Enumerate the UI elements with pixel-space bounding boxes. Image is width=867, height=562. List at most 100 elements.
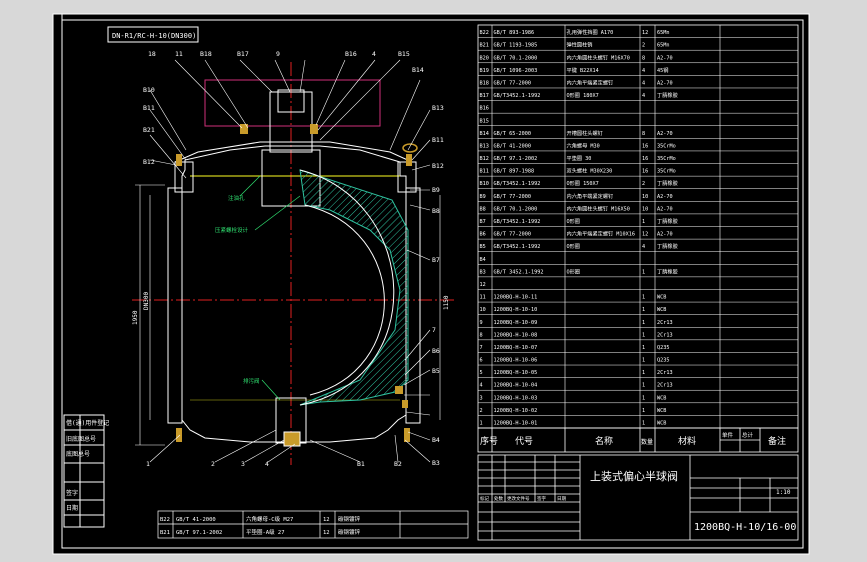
parts-cell-r25-c4: 1 bbox=[642, 332, 645, 338]
dim-height: 1950 bbox=[132, 310, 139, 325]
stamp-label-5: 日期 bbox=[66, 504, 78, 512]
parts-cell-r10-c1: B13 bbox=[480, 143, 489, 149]
parts-cell-r27-c4: 1 bbox=[642, 358, 645, 364]
parts-cell-r30-c4: 1 bbox=[642, 395, 645, 401]
parts-cell-r11-c5: 35CrMo bbox=[657, 156, 676, 162]
parts-cell-r9-c1: B14 bbox=[480, 131, 489, 137]
parts-cell-r23-c2: 1200BQ-H-10-10 bbox=[494, 307, 538, 313]
callout-bottom-3: 3 bbox=[241, 460, 245, 468]
parts-cell-r2-c3: 弹性圆柱销 bbox=[567, 41, 593, 49]
parts-cell-r13-c5: 丁腈橡胶 bbox=[657, 179, 678, 187]
parts-cell-r4-c4: 4 bbox=[642, 68, 645, 74]
callout-left-3: B21 bbox=[143, 126, 155, 134]
drawing-frame-inner bbox=[61, 19, 804, 549]
parts-cell-r18-c3: O形圈 bbox=[567, 242, 581, 250]
bottom-row1-name: 六角螺母-C级 M27 bbox=[246, 515, 293, 523]
callout-right-9: B5 bbox=[432, 367, 440, 375]
callout-bottom-5: B1 bbox=[357, 460, 365, 468]
bottom-row1-mat: 碳钢镀锌 bbox=[338, 515, 361, 523]
parts-cell-r17-c3: 内六角平端紧定螺钉 M10X16 bbox=[567, 230, 636, 238]
callout-right-8: B6 bbox=[432, 347, 440, 355]
parts-cell-r29-c2: 1200BQ-H-10-04 bbox=[494, 383, 538, 389]
drawing-frame-outer bbox=[52, 13, 810, 555]
parts-cell-r24-c4: 1 bbox=[642, 320, 645, 326]
parts-cell-r22-c2: 1200BQ-H-10-11 bbox=[494, 295, 538, 301]
parts-cell-r19-c1: B4 bbox=[480, 257, 486, 263]
stamp-label-2: 旧底图总号 bbox=[66, 435, 96, 443]
parts-cell-r9-c2: GB/T 65-2000 bbox=[494, 131, 531, 137]
parts-cell-r5-c5: A2-70 bbox=[657, 80, 673, 86]
parts-cell-r14-c3: 内六角平端紧定螺钉 bbox=[567, 192, 614, 200]
callout-left-4: B12 bbox=[143, 158, 155, 166]
parts-cell-r22-c1: 11 bbox=[480, 295, 486, 301]
callout-right-10: B4 bbox=[432, 436, 440, 444]
parts-cell-r22-c5: WCB bbox=[657, 295, 666, 301]
parts-cell-r10-c3: 六角螺母 M30 bbox=[567, 141, 600, 149]
parts-cell-r6-c2: GB/T3452.1-1992 bbox=[494, 93, 541, 99]
callout-top-6: B16 bbox=[345, 50, 357, 58]
bottom-row1-qty: 12 bbox=[323, 517, 330, 523]
parts-cell-r2-c4: 2 bbox=[642, 43, 645, 49]
callout-right-4: B9 bbox=[432, 186, 440, 194]
bottom-row2-mat: 碳钢镀锌 bbox=[338, 528, 361, 536]
parts-cell-r15-c5: A2-70 bbox=[657, 206, 673, 212]
parts-cell-r7-c1: B16 bbox=[480, 106, 489, 112]
parts-cell-r12-c2: GB/T 897-1988 bbox=[494, 169, 535, 175]
bottom-row2-name: 平垫圈-A级 27 bbox=[246, 528, 285, 536]
parts-cell-r1-c2: GB/T 893-1986 bbox=[494, 30, 535, 36]
parts-cell-r32-c2: 1200BQ-H-10-01 bbox=[494, 421, 538, 427]
parts-cell-r23-c4: 1 bbox=[642, 307, 645, 313]
parts-cell-r30-c5: WCB bbox=[657, 395, 666, 401]
parts-cell-r18-c2: GB/T3452.1-1992 bbox=[494, 244, 541, 250]
title-block-rev-3: 更改文件号 bbox=[507, 495, 530, 502]
parts-cell-r8-c1: B15 bbox=[480, 118, 489, 124]
parts-cell-r14-c5: A2-70 bbox=[657, 194, 673, 200]
parts-cell-r13-c1: B10 bbox=[480, 181, 489, 187]
parts-header-code: 代号 bbox=[515, 436, 533, 447]
parts-cell-r32-c5: WCB bbox=[657, 421, 666, 427]
parts-cell-r6-c1: B17 bbox=[480, 93, 489, 99]
scale-value: 1:10 bbox=[776, 489, 791, 496]
parts-cell-r26-c4: 1 bbox=[642, 345, 645, 351]
parts-cell-r5-c3: 内六角平端紧定螺钉 bbox=[567, 78, 614, 86]
parts-header-row bbox=[477, 427, 799, 453]
parts-cell-r17-c4: 12 bbox=[642, 232, 648, 238]
callout-right-7: 7 bbox=[432, 326, 436, 334]
left-stamp-block bbox=[63, 414, 105, 528]
callout-top-8: B15 bbox=[398, 50, 410, 58]
parts-cell-r4-c2: GB/T 1096-2003 bbox=[494, 68, 538, 74]
parts-cell-r10-c2: GB/T 41-2000 bbox=[494, 143, 531, 149]
parts-cell-r3-c2: GB/T 70.1-2000 bbox=[494, 55, 538, 61]
drawing-number: 1200BQ-H-10/16-00 bbox=[694, 522, 796, 533]
parts-cell-r12-c1: B11 bbox=[480, 169, 489, 175]
annotation-a: 注油孔 bbox=[228, 194, 245, 202]
parts-cell-r15-c2: GB/T 70.1-2000 bbox=[494, 206, 538, 212]
parts-cell-r31-c2: 1200BQ-H-10-02 bbox=[494, 408, 538, 414]
callout-left-2: B11 bbox=[143, 104, 155, 112]
title-block-rev-5: 日期 bbox=[557, 496, 566, 502]
parts-cell-r31-c1: 2 bbox=[480, 408, 483, 414]
callout-bottom-1: 1 bbox=[146, 460, 150, 468]
title-block-rev-4: 签字 bbox=[537, 495, 546, 502]
parts-cell-r11-c2: GB/T 97.1-2002 bbox=[494, 156, 538, 162]
parts-cell-r9-c5: A2-70 bbox=[657, 131, 673, 137]
parts-cell-r1-c3: 孔用弹性挡圈 A170 bbox=[567, 28, 614, 36]
parts-cell-r5-c2: GB/T 77-2000 bbox=[494, 80, 531, 86]
parts-cell-r2-c2: GB/T 1193-1985 bbox=[494, 43, 538, 49]
parts-cell-r5-c4: 4 bbox=[642, 80, 645, 86]
parts-cell-r16-c1: B7 bbox=[480, 219, 486, 225]
callout-top-4: B17 bbox=[237, 50, 249, 58]
parts-cell-r32-c1: 1 bbox=[480, 421, 483, 427]
parts-header-no: 序号 bbox=[480, 435, 498, 447]
valve-stem-upper bbox=[269, 91, 313, 153]
callout-right-2: B11 bbox=[432, 136, 444, 144]
parts-cell-r26-c1: 7 bbox=[480, 345, 483, 351]
parts-cell-r3-c3: 内六角圆柱头螺钉 M16X70 bbox=[567, 53, 630, 61]
parts-cell-r18-c1: B5 bbox=[480, 244, 486, 250]
stamp-label-1: 借(通)用件登记 bbox=[66, 419, 109, 427]
parts-cell-r11-c3: 平垫圈 30 bbox=[567, 154, 592, 162]
parts-cell-r4-c5: 45钢 bbox=[657, 66, 668, 74]
parts-cell-r6-c4: 4 bbox=[642, 93, 645, 99]
flange-left bbox=[167, 187, 183, 424]
actuator-outline bbox=[204, 79, 381, 127]
